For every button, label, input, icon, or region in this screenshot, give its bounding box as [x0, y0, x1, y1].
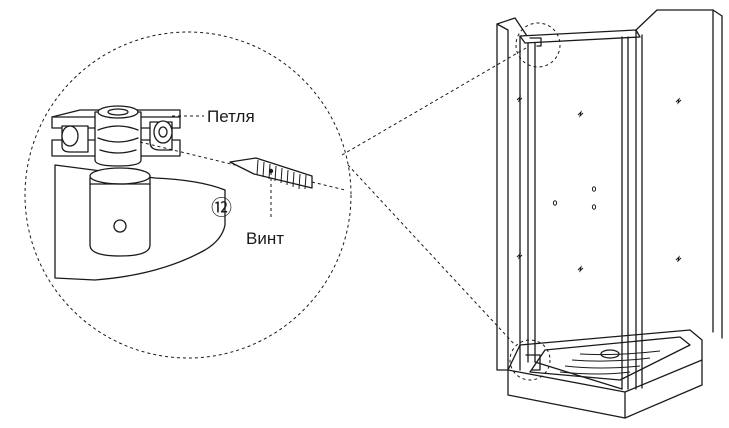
- drain: [600, 349, 620, 359]
- screw-marker-dot: [268, 168, 274, 174]
- detail-circle: [24, 31, 352, 359]
- shower-cabin: [496, 9, 723, 419]
- screw-axis: [139, 141, 236, 166]
- step-number: ⑫: [211, 197, 232, 220]
- leader-line-bottom: [347, 164, 516, 346]
- hinge-detail: [51, 105, 236, 281]
- hinge-label: Петля: [207, 107, 255, 126]
- top-hinge-marker: [515, 22, 561, 68]
- bottom-hinge-marker: [509, 339, 551, 381]
- screw-illustration: [229, 157, 346, 218]
- door-panel: [527, 36, 629, 390]
- leader-line-top: [341, 47, 527, 156]
- hinge-post-hole: [113, 219, 127, 233]
- hinge-post-top: [89, 167, 151, 185]
- hinge-post: [89, 177, 151, 257]
- side-panel-right: [635, 9, 714, 390]
- hinge-barrel: [94, 111, 142, 167]
- screw-label: Винт: [246, 229, 284, 248]
- top-rail: [519, 29, 641, 44]
- handle-hole: [552, 200, 558, 206]
- side-panel-left: [496, 23, 509, 371]
- glass-panel-outline: [54, 164, 226, 281]
- glass-marks: [516, 95, 682, 273]
- detail-callout: [24, 31, 527, 359]
